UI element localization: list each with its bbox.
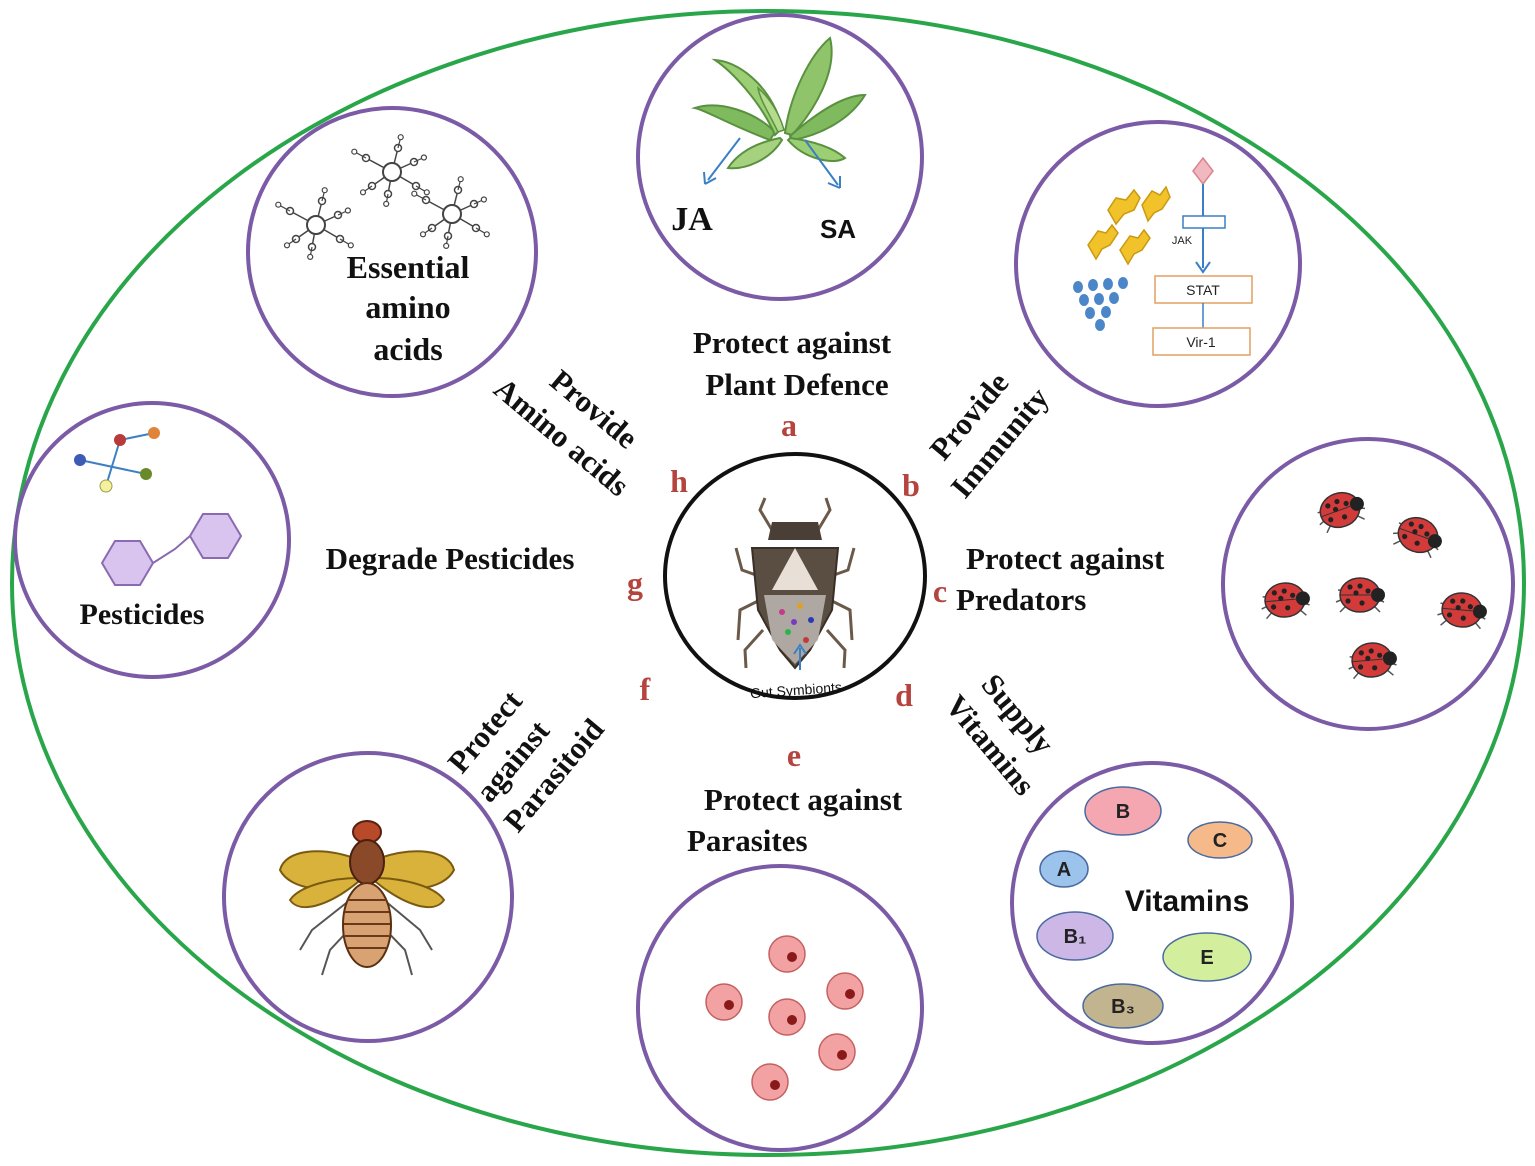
sa-arrow bbox=[804, 139, 839, 186]
center-gut-symbionts: Gut Symbionts bbox=[663, 452, 927, 701]
letter-e: e bbox=[787, 737, 801, 773]
parasite-cell-icon bbox=[768, 998, 806, 1036]
amino-molecule-icon bbox=[411, 176, 490, 249]
amino-molecule-icons bbox=[275, 134, 490, 260]
function-a-line2: Plant Defence bbox=[705, 367, 888, 402]
amino-molecule-icon bbox=[351, 134, 430, 207]
vitamin-oval: C bbox=[1187, 821, 1253, 859]
vitamin-oval: B bbox=[1084, 786, 1162, 836]
receptor-box bbox=[1182, 215, 1226, 229]
stink-bug-icon bbox=[734, 497, 856, 670]
letter-b: b bbox=[902, 467, 920, 503]
vitamin-label: B₃ bbox=[1111, 996, 1135, 1018]
function-c-line2: Predators bbox=[956, 582, 1086, 617]
ladybug-group bbox=[1261, 491, 1487, 680]
amino-molecule-icon bbox=[275, 187, 354, 260]
letter-f: f bbox=[640, 671, 651, 707]
jak-label: JAK bbox=[1172, 235, 1193, 247]
parasite-cell-icon bbox=[818, 1033, 856, 1071]
letter-c: c bbox=[933, 573, 947, 609]
vir-box bbox=[1152, 327, 1251, 356]
wasp-icon bbox=[278, 820, 456, 976]
vitamin-oval: B₃ bbox=[1082, 983, 1164, 1029]
vitamin-oval: A bbox=[1039, 850, 1089, 888]
amino-line3: acids bbox=[373, 331, 442, 367]
gut-symbionts-caption: Gut Symbionts bbox=[750, 679, 843, 701]
function-g-line1: Degrade Pesticides bbox=[326, 541, 575, 576]
droplet-cluster-icon bbox=[1073, 277, 1128, 331]
amino-line1: Essential bbox=[347, 249, 470, 285]
ja-label: JA bbox=[671, 201, 713, 238]
panel-parasitoid bbox=[222, 751, 514, 1043]
panel-vitamins: B C A B₁ E B₃ Vitamins bbox=[1010, 761, 1294, 1045]
panel-immunity-circle bbox=[1014, 120, 1302, 408]
letter-d: d bbox=[895, 677, 913, 713]
pesticides-label: Pesticides bbox=[80, 598, 205, 631]
ladybug-icon bbox=[1393, 516, 1442, 559]
parasite-cell-icon bbox=[751, 1063, 789, 1101]
vitamins-title: Vitamins bbox=[1125, 885, 1250, 918]
panel-plant-circle bbox=[636, 13, 924, 301]
plant-icon bbox=[691, 36, 867, 170]
aphid-icons bbox=[1087, 185, 1171, 266]
function-a-line1: Protect against bbox=[693, 325, 892, 360]
panel-amino-acids: Essential amino acids bbox=[246, 106, 538, 398]
function-c-line1: Protect against bbox=[966, 541, 1165, 576]
panel-plant-defence: JA SA bbox=[636, 13, 924, 301]
vitamin-label: C bbox=[1213, 830, 1227, 852]
vitamin-label: B₁ bbox=[1064, 926, 1087, 948]
function-e-line2: Parasites bbox=[687, 823, 808, 858]
panel-predators bbox=[1221, 437, 1515, 731]
vir-label: Vir-1 bbox=[1186, 334, 1216, 350]
ladybug-icon bbox=[1437, 592, 1487, 630]
ladybug-icon bbox=[1317, 491, 1365, 534]
panel-immunity: JAK STAT Vir-1 bbox=[1014, 120, 1302, 408]
letter-g: g bbox=[627, 565, 643, 601]
parasite-cell-icon bbox=[826, 972, 864, 1010]
panel-pesticides: Pesticides bbox=[13, 401, 291, 679]
outer-ellipse bbox=[10, 9, 1526, 1157]
hexagon-ring-icon bbox=[100, 513, 243, 586]
parasite-cell-icon bbox=[768, 935, 806, 973]
ladybug-icon bbox=[1335, 577, 1385, 613]
vitamin-label: B bbox=[1116, 801, 1130, 823]
ja-arrow bbox=[707, 137, 741, 181]
ladybug-icon bbox=[1261, 582, 1310, 620]
panel-pesticides-circle bbox=[13, 401, 291, 679]
vitamin-oval: B₁ bbox=[1036, 911, 1114, 961]
molecule-icon bbox=[74, 427, 160, 493]
amino-line2: amino bbox=[365, 289, 450, 325]
vitamin-label: A bbox=[1057, 859, 1071, 881]
stat-label: STAT bbox=[1186, 282, 1220, 298]
parasite-cell-icon bbox=[705, 983, 743, 1021]
function-e-line1: Protect against bbox=[704, 782, 903, 817]
ladybug-icon bbox=[1348, 642, 1397, 680]
panel-parasites bbox=[636, 864, 924, 1152]
sa-label: SA bbox=[820, 214, 856, 244]
letter-h: h bbox=[670, 463, 688, 499]
panel-amino-circle bbox=[246, 106, 538, 398]
vitamin-oval: E bbox=[1162, 932, 1252, 982]
vitamin-label: E bbox=[1200, 947, 1213, 969]
letter-a: a bbox=[781, 407, 797, 443]
